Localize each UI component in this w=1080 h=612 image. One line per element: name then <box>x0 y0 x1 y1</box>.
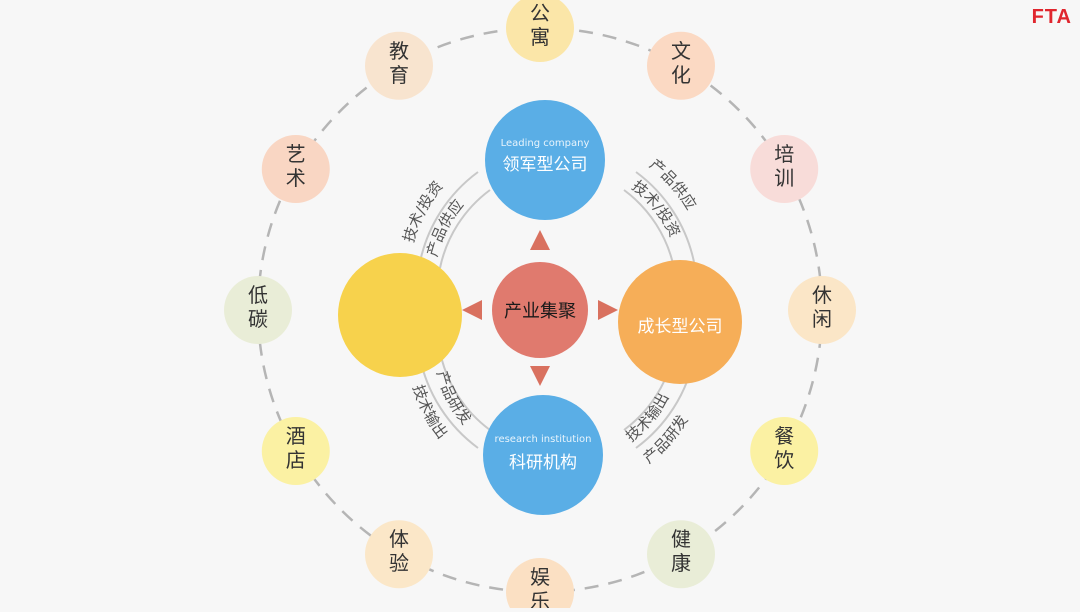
leading-company-circle <box>485 100 605 220</box>
research-institution-circle <box>483 395 603 515</box>
entity-left <box>338 253 462 377</box>
ring-item-label: 休闲 <box>812 283 832 331</box>
ring-item-circle <box>261 135 330 203</box>
ring-item-circle <box>750 417 819 485</box>
arrow-left <box>462 300 482 320</box>
growth-company-cn: 成长型公司 <box>638 317 723 337</box>
ring-item-label: 娱乐 <box>530 565 550 608</box>
research-institution-cn: 科研机构 <box>509 453 577 473</box>
ring-item: 教育 <box>365 31 433 100</box>
ring-item-circle <box>261 417 330 485</box>
arc-top-right-outer <box>635 171 695 263</box>
entity-top: Leading company 领军型公司 <box>485 100 605 220</box>
ring-item: 餐饮 <box>750 417 819 485</box>
left-company-circle <box>338 253 462 377</box>
ring-item-circle <box>647 31 715 100</box>
arc-bottom-left-inner <box>439 351 491 431</box>
ring-item-circle <box>506 558 574 612</box>
ring-item-circle <box>224 276 292 344</box>
ring-item-circle <box>750 135 819 203</box>
center-arrows <box>462 230 618 386</box>
ring-item: 体验 <box>365 520 433 589</box>
ring-item: 培训 <box>750 135 819 203</box>
ring-item-label: 酒店 <box>286 424 306 472</box>
industry-cluster-label: 产业集聚 <box>504 301 576 322</box>
ring-item: 艺术 <box>261 135 330 203</box>
arrow-down <box>530 366 550 386</box>
ring-item-label: 文化 <box>671 39 691 87</box>
fta-logo: FTA <box>1031 6 1072 28</box>
arrow-right <box>598 300 618 320</box>
growth-company-circle <box>618 260 742 384</box>
research-institution-en: research institution <box>495 434 592 445</box>
ring-item: 公寓 <box>506 0 574 62</box>
ring-item-label: 餐饮 <box>774 424 794 472</box>
entity-bottom: research institution 科研机构 <box>483 395 603 515</box>
entity-right: 成长型公司 <box>618 260 742 384</box>
ring-item-label: 培训 <box>774 142 794 190</box>
arrow-up <box>530 230 550 250</box>
ring-item-label: 教育 <box>389 39 409 87</box>
ring-item-label: 低碳 <box>248 283 268 331</box>
ring-item-circle <box>506 0 574 62</box>
center-node: 产业集聚 <box>492 262 588 358</box>
ring-item-label: 体验 <box>389 527 409 575</box>
arc-top-left-outer <box>419 171 479 263</box>
ring-item-circle <box>647 520 715 589</box>
leading-company-cn: 领军型公司 <box>503 155 588 175</box>
ring-item-label: 艺术 <box>286 142 306 190</box>
ring-item: 低碳 <box>224 276 292 344</box>
ring-item: 娱乐 <box>506 558 574 612</box>
ring-item-circle <box>365 520 433 589</box>
ring-item-label: 健康 <box>671 527 691 575</box>
leading-company-en: Leading company <box>501 138 590 149</box>
ring-item: 健康 <box>647 520 715 589</box>
ring-item: 休闲 <box>788 276 856 344</box>
ring-item: 文化 <box>647 31 715 100</box>
ring-item-label: 公寓 <box>530 1 550 49</box>
ring-item-circle <box>788 276 856 344</box>
industry-cluster-circle <box>492 262 588 358</box>
ring-item-circle <box>365 31 433 100</box>
arc-top-left-inner <box>439 189 491 269</box>
arc-top-right-inner <box>623 189 675 269</box>
ring-item: 酒店 <box>261 417 330 485</box>
